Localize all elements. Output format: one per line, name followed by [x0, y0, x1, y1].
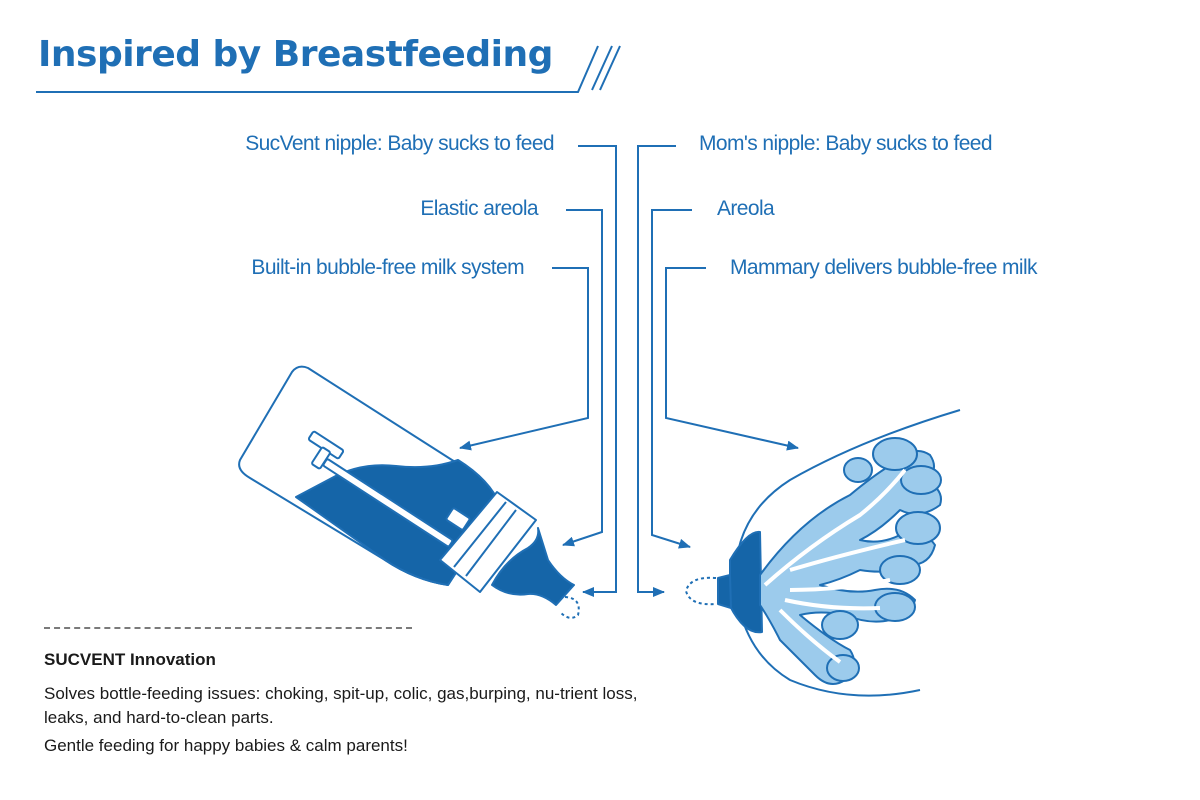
right-connectors — [637, 145, 799, 597]
innovation-description: Solves bottle-feeding issues: choking, s… — [44, 684, 638, 727]
label-sucvent-nipple: SucVent nipple: Baby sucks to feed — [245, 132, 554, 155]
left-connectors — [459, 145, 617, 597]
connector-milk-left — [459, 267, 589, 451]
label-elastic-areola: Elastic areola — [420, 197, 538, 220]
page-title: Inspired by Breastfeeding — [38, 34, 553, 75]
label-areola: Areola — [717, 197, 775, 220]
section-divider — [44, 627, 412, 629]
connector-areola-left — [562, 209, 603, 547]
connector-nipple-right — [637, 145, 676, 597]
innovation-heading: SUCVENT Innovation — [44, 650, 216, 669]
label-moms-nipple: Mom's nipple: Baby sucks to feed — [699, 132, 993, 155]
breast-anatomy-illustration — [685, 409, 961, 697]
connector-areola-right — [651, 209, 692, 549]
baby-bottle-illustration — [238, 365, 580, 619]
label-bubble-free-system: Built-in bubble-free milk system — [251, 256, 524, 279]
innovation-tagline: Gentle feeding for happy babies & calm p… — [44, 736, 408, 755]
connector-nipple-left — [578, 145, 617, 597]
connector-milk-right — [665, 267, 799, 451]
title-underline — [36, 45, 621, 93]
label-mammary-milk: Mammary delivers bubble-free milk — [730, 256, 1038, 279]
